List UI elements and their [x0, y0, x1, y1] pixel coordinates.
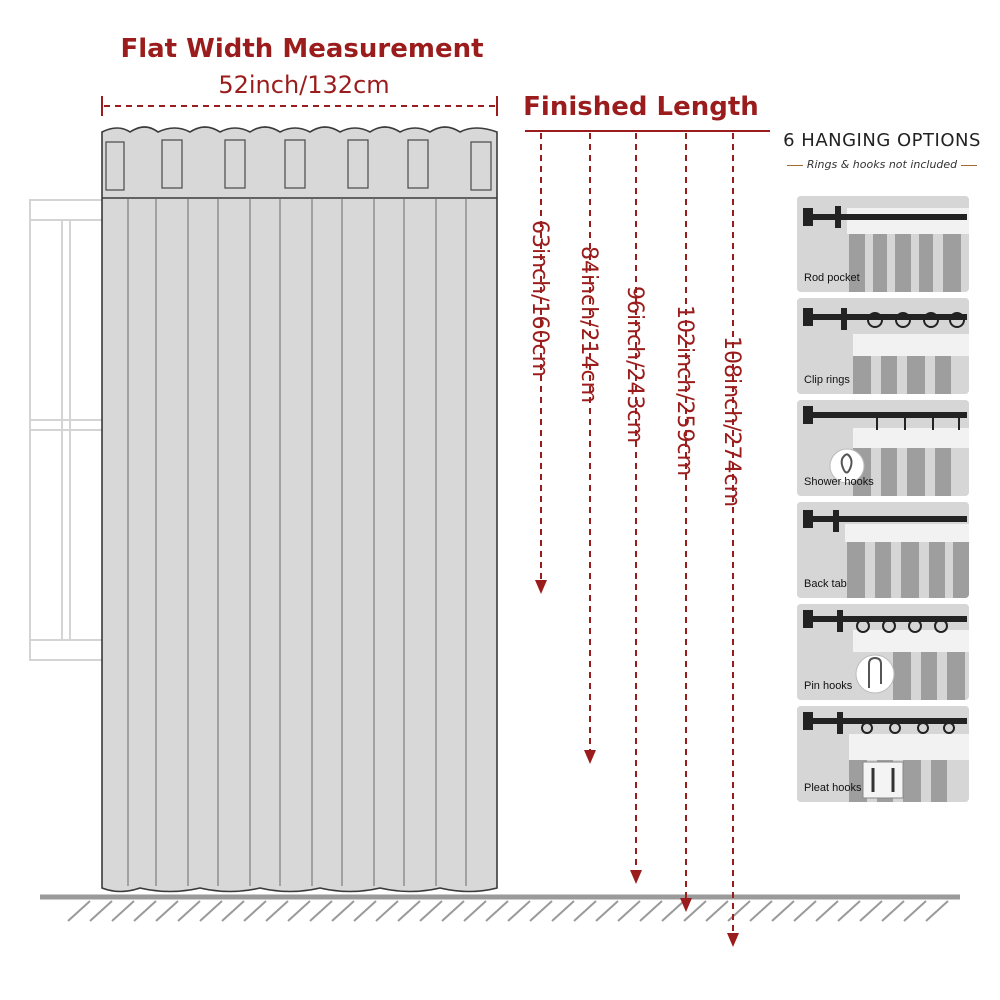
- floor-hatch: [925, 900, 949, 922]
- clip-rings-icon: [797, 298, 969, 394]
- floor-hatch: [111, 900, 135, 922]
- length-line-84: 84inch/214cm: [576, 133, 601, 764]
- width-measurement: Flat Width Measurement 52inch/132cm: [101, 34, 498, 116]
- window-frame: [29, 199, 111, 661]
- floor-hatch: [837, 900, 861, 922]
- length-label-102: 102inch/259cm: [672, 305, 697, 476]
- floor-hatch: [265, 900, 289, 922]
- floor-hatch: [639, 900, 663, 922]
- length-title: Finished Length: [523, 92, 759, 122]
- pin-hooks-icon: [797, 604, 969, 700]
- option-rod-pocket: Rod pocket: [797, 196, 969, 292]
- option-label: Pleat hooks: [804, 782, 862, 794]
- floor-hatch: [529, 900, 553, 922]
- floor-hatch: [177, 900, 201, 922]
- floor-hatch: [375, 900, 399, 922]
- length-line-63: 63inch/160cm: [527, 133, 552, 594]
- floor-hatch: [67, 900, 91, 922]
- floor-hatch: [309, 900, 333, 922]
- floor-hatch: [133, 900, 157, 922]
- floor-hatch: [815, 900, 839, 922]
- width-value: 52inch/132cm: [218, 71, 389, 99]
- length-label-96: 96inch/243cm: [622, 286, 647, 443]
- floor-hatch: [617, 900, 641, 922]
- option-back-tab: Back tab: [797, 502, 969, 598]
- divider-left: [786, 164, 803, 166]
- floor: [40, 894, 960, 922]
- floor-hatch: [221, 900, 245, 922]
- option-pin-hooks: Pin hooks: [797, 604, 969, 700]
- divider-right: [961, 164, 978, 166]
- hanging-options-subtitle-wrap: Rings & hooks not included: [772, 158, 992, 171]
- floor-hatch: [155, 900, 179, 922]
- floor-hatch: [485, 900, 509, 922]
- floor-hatch: [573, 900, 597, 922]
- floor-hatch: [793, 900, 817, 922]
- option-pleat-hooks: Pleat hooks: [797, 706, 969, 802]
- floor-hatch: [749, 900, 773, 922]
- floor-hatch: [771, 900, 795, 922]
- option-label: Clip rings: [804, 374, 850, 386]
- floor-hatch: [397, 900, 421, 922]
- length-label-108: 108inch/274cm: [719, 336, 744, 507]
- floor-hatch: [353, 900, 377, 922]
- floor-hatch: [89, 900, 113, 922]
- floor-hatch: [463, 900, 487, 922]
- option-label: Rod pocket: [804, 272, 860, 284]
- option-clip-rings: Clip rings: [797, 298, 969, 394]
- floor-hatch: [507, 900, 531, 922]
- rod-pocket-icon: [797, 196, 969, 292]
- pleat-hooks-icon: [797, 706, 969, 802]
- floor-hatch: [727, 900, 751, 922]
- back-tab-icon: [797, 502, 969, 598]
- curtain-panel: [101, 126, 498, 893]
- width-title: Flat Width Measurement: [120, 34, 483, 64]
- option-label: Back tab: [804, 578, 847, 590]
- floor-hatch: [859, 900, 883, 922]
- hanging-options-title: 6 HANGING OPTIONS: [783, 130, 981, 151]
- shower-hooks-icon: [797, 400, 969, 496]
- option-shower-hooks: Shower hooks: [797, 400, 969, 496]
- floor-hatch: [287, 900, 311, 922]
- floor-hatch: [441, 900, 465, 922]
- floor-hatch: [243, 900, 267, 922]
- floor-hatch: [683, 900, 707, 922]
- length-line-96: 96inch/243cm: [622, 133, 647, 884]
- length-label-63: 63inch/160cm: [527, 220, 552, 377]
- option-label: Pin hooks: [804, 680, 853, 692]
- floor-hatch: [595, 900, 619, 922]
- floor-hatch: [705, 900, 729, 922]
- floor-hatch: [903, 900, 927, 922]
- floor-hatch: [881, 900, 905, 922]
- floor-hatch: [419, 900, 443, 922]
- option-label: Shower hooks: [804, 476, 874, 488]
- floor-hatch: [551, 900, 575, 922]
- length-line-108: 108inch/274cm: [719, 133, 744, 947]
- length-line-102: 102inch/259cm: [672, 133, 697, 912]
- length-label-84: 84inch/214cm: [576, 246, 601, 403]
- floor-hatch: [661, 900, 685, 922]
- hanging-options-subtitle: Rings & hooks not included: [806, 158, 958, 171]
- length-measurement: Finished Length 63inch/160cm 84inch/214c…: [523, 92, 770, 947]
- floor-hatch: [331, 900, 355, 922]
- floor-hatch: [199, 900, 223, 922]
